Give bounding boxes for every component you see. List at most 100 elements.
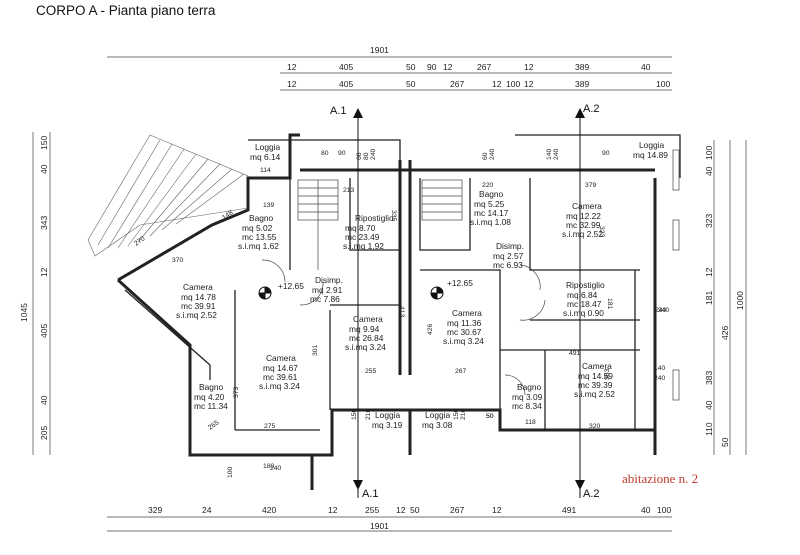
inner-dim-label: 240: [655, 307, 667, 314]
room-area: mq 11.36: [447, 318, 482, 328]
inner-dim-label: 373: [233, 386, 240, 398]
room-volume: mc 39.91: [181, 301, 216, 311]
room-labels: Loggia mq 6.14 Bagno mq 5.02 mc 13.55 s.…: [176, 140, 668, 430]
room-area: mq 6.14: [250, 152, 281, 162]
dim-right-1: 100: [704, 146, 714, 160]
dim-right-2: 40: [704, 166, 714, 176]
inner-dim-label: 275: [264, 423, 276, 430]
inner-dim-label: 267: [455, 368, 467, 375]
dim-top-9: 40: [641, 62, 651, 72]
section-a2-bottom: A.2: [583, 488, 600, 500]
room-area: mq 3.09: [512, 392, 543, 402]
dim-top-8: 389: [575, 62, 589, 72]
inner-dim-label: 139: [263, 202, 275, 209]
room-name: Camera: [452, 308, 482, 318]
inner-dim-label: 240: [553, 148, 560, 160]
room-window-area: s.i.mq 0.90: [563, 308, 604, 318]
room-area: mq 5.25: [474, 199, 505, 209]
room-name: Camera: [353, 314, 383, 324]
inner-dim-label: 265: [207, 419, 220, 431]
inner-dim-label: 118: [525, 419, 536, 426]
dim-top-10: 12: [287, 79, 297, 89]
dim-right-5: 181: [704, 291, 714, 305]
dim-top-1: 12: [287, 62, 297, 72]
room-area: mq 6.84: [567, 290, 598, 300]
inner-dim-label: 240: [370, 148, 377, 160]
room-name: Camera: [183, 282, 213, 292]
dim-bottom-total: 1901: [370, 521, 389, 531]
room-volume: mc 7.86: [310, 294, 340, 304]
left-dimensions: 150 40 343 12 1045 405 40 205: [19, 132, 51, 455]
inner-dim-label: 150: [351, 408, 358, 420]
room-area: mq 14.89: [633, 150, 668, 160]
dim-top-15: 100: [506, 79, 520, 89]
inner-dim-label: 335: [390, 210, 397, 222]
inner-dim-label: 100: [227, 466, 234, 478]
room-name: Bagno: [479, 189, 504, 199]
room-window-area: s.i.mq 1.62: [238, 241, 279, 251]
plan-title: CORPO A - Pianta piano terra: [36, 3, 216, 18]
room-window-area: s.i.mq 1.08: [470, 217, 511, 227]
inner-dim-label: 150: [453, 408, 460, 420]
bottom-dimensions: 329 24 420 12 255 12 50 267 12 491 40 10…: [107, 505, 672, 532]
inner-dim-label: 323: [598, 226, 605, 238]
stairs-left: [297, 179, 339, 270]
dim-right-7: 1000: [735, 291, 745, 310]
room-name: Loggia: [425, 410, 450, 420]
room-name: Camera: [266, 353, 296, 363]
inner-dim-label: 80: [321, 150, 329, 157]
inner-dim-label: 180: [263, 463, 275, 470]
dim-top-11: 405: [339, 79, 353, 89]
room-area: mq 4.20: [194, 392, 225, 402]
inner-dim-label: 50: [486, 413, 494, 420]
room-name: Loggia: [639, 140, 664, 150]
inner-dim-label: 220: [482, 182, 494, 189]
inner-dim-label: 181: [606, 298, 613, 310]
room-window-area: s.i.mq 3.24: [259, 381, 300, 391]
dim-top-12: 50: [406, 79, 416, 89]
inner-dim-label: 50: [486, 413, 494, 420]
inner-dim-label: 114: [260, 167, 271, 174]
room-window-area: s.i.mq 1.92: [343, 241, 384, 251]
room-window-area: s.i.mq 3.24: [443, 336, 484, 346]
dim-bottom-8: 267: [450, 505, 464, 515]
dim-right-6: 426: [720, 326, 730, 340]
dim-top-13: 267: [450, 79, 464, 89]
room-volume: mc 13.55: [242, 232, 277, 242]
dim-left-1: 150: [39, 136, 49, 150]
room-area: mq 3.08: [422, 420, 453, 430]
dim-bottom-10: 491: [562, 505, 576, 515]
dim-left-8: 205: [39, 426, 49, 440]
room-window-area: s.i.mq 2.52: [176, 310, 217, 320]
dim-right-3: 323: [704, 214, 714, 228]
inner-dim-label: 240: [270, 465, 282, 472]
inner-dim-label: 379: [585, 182, 597, 189]
dim-left-5: 1045: [19, 303, 29, 322]
stairs-right: [421, 179, 463, 221]
dim-right-4: 12: [704, 267, 714, 277]
dim-left-6: 405: [39, 324, 49, 338]
inner-dim-label: 210: [460, 408, 467, 420]
room-volume: mc 30.67: [447, 327, 482, 337]
section-a1-top: A.1: [330, 105, 347, 117]
stair-hatch: [87, 134, 249, 257]
room-name: Bagno: [199, 382, 224, 392]
room-volume: mc 11.34: [194, 401, 228, 411]
inner-dim-label: 60: [482, 152, 489, 160]
dim-top-4: 90: [427, 62, 437, 72]
room-name: Loggia: [375, 410, 400, 420]
inner-dim-label: 301: [312, 344, 319, 356]
room-volume: mc 14.17: [474, 208, 509, 218]
inner-dim-label: 240: [654, 375, 666, 382]
inner-dim-label: 60: [356, 152, 363, 160]
elevation-markers: +12.65 +12.65: [258, 278, 473, 300]
dim-right-8: 383: [704, 371, 714, 385]
dim-top-18: 100: [656, 79, 670, 89]
dim-top-5: 12: [443, 62, 453, 72]
right-dimensions: 100 40 323 12 181 426 1000 383 40 110 50: [704, 140, 747, 455]
inner-dim-label: 320: [589, 423, 601, 430]
dim-left-4: 12: [39, 267, 49, 277]
room-area: mq 14.59: [578, 371, 613, 381]
dim-top-3: 50: [406, 62, 416, 72]
